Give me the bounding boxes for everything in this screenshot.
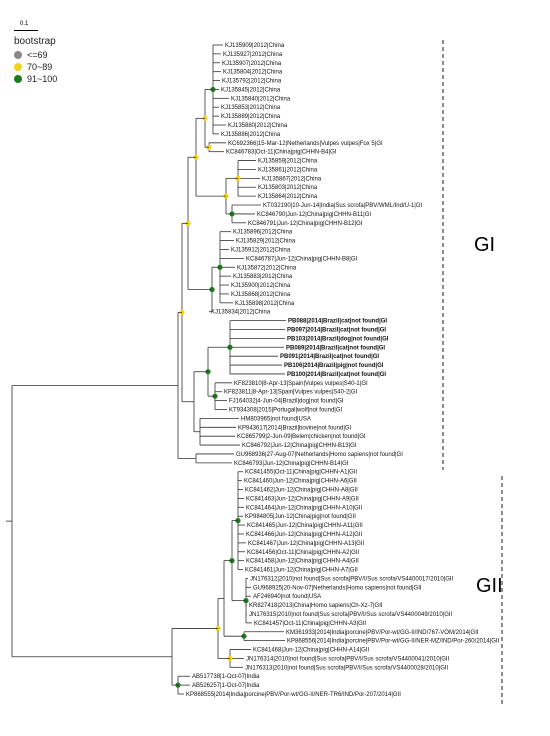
tip-label: KC846793|Jun-12|China|pig|CHHN-B14|GI (234, 461, 349, 467)
tip-label: HM803965|not found|USA (241, 416, 311, 422)
tip-label: KJ135872|2012|China (237, 265, 297, 271)
tip-label: KJ135845|2012|China (221, 87, 281, 93)
tip-label: KC841463|Jun-12|China|pig|CHHN-A9|GII (246, 496, 359, 502)
tip-label: KC841468|Jun-12|China|pig|CHHN-A14|GII (253, 648, 370, 654)
tip-label: KJ135927|2012|China (223, 52, 283, 58)
tip-label: FJ164032|4-Jun-04|Brazil|dog|not found|G… (229, 399, 344, 405)
tip-label: KJ135880|2012|China (228, 123, 288, 129)
tip-label: KJ135867|2012|China (262, 176, 322, 182)
tip-label: PB106|2014|Brazil|pig|not found|GI (284, 363, 384, 369)
legend-item: 91~100 (14, 73, 57, 85)
group-label-gii: GII (476, 575, 503, 597)
tip-label: KJ135889|2012|China (221, 114, 281, 120)
scale-bar (14, 30, 38, 31)
tip-label: KC846787|Jun-12|China|pig|CHHN-B8|GI (246, 256, 358, 262)
tip-label: KF823811|8-Apr-13|Spain|Vulpes vulpes|S4… (224, 390, 358, 396)
tip-label: KC865799|2-Jun-09|Belem|chicken|not foun… (237, 434, 366, 440)
tip-label: PB089|2014|Brazil|cat|not found|GI (286, 345, 385, 351)
tip-label: PB103|2014|Brazil|dog|not found|GI (287, 336, 389, 342)
legend-swatch-high (14, 75, 22, 83)
group-label-gi: GI (474, 234, 496, 256)
scale-bar-label: 0.1 (20, 21, 29, 27)
tip-label: KJ135853|2012|China (221, 105, 281, 111)
tip-label: KJ135912|2012|China (231, 247, 291, 253)
tip-label: KJ135834|2012|China (211, 310, 271, 316)
tip-label: KJ135864|2012|China (258, 194, 318, 200)
tip-label: PB097|2014|Brazil|cat|not found|GI (287, 327, 386, 333)
tip-label: KJ135868|2012|China (231, 292, 291, 298)
tip-label: AB526257|1-Oct-07|India (192, 683, 260, 689)
tip-label: KJ135886|2012|China (221, 132, 281, 138)
tip-label: KJ135859|2012|China (258, 159, 318, 165)
tip-label: KC841465|Jun-12|China|pig|CHHN-A11|GII (247, 523, 363, 529)
tip-label: KJ135898|2012|China (235, 301, 295, 307)
tip-label: KP868555|2014|India|porcine|PBV/Por-wt/G… (186, 692, 401, 698)
tip-label: KJ135792|2012|China (222, 79, 282, 85)
tip-label: GU968925|20-Nov-07|Netherlands|Homo sapi… (253, 585, 422, 591)
tip-label: KR827418|2013|China|Homo sapiens|Ch-Xz-7… (249, 603, 383, 609)
tip-label: KJ135900|2012|China (231, 283, 291, 289)
tip-label: KC846790|Jun-12|China|pig|CHHN-B11|GI (257, 212, 371, 218)
legend-label: <=69 (27, 50, 48, 60)
tip-label: KC841457|Oct-11|China|pig|CHHN-A3|GII (254, 621, 366, 627)
tip-label: KP984805|Jun-12|China|pig|not found|GII (245, 514, 356, 520)
tip-label: KM361933|2014|India|porcine|PBV/Por-wt/G… (286, 630, 479, 636)
legend-item: <=69 (14, 49, 57, 61)
tip-label: KP868556|2014|India|porcine|PBV/Por-wt/G… (287, 639, 500, 645)
tip-label: JN176314|2010|not found|Sus scrofa|PBV/I… (246, 656, 450, 662)
tip-label: PB100|2014|Brazil|cat|not found|GI (287, 372, 386, 378)
tip-label: KC841462|Jun-12|China|pig|CHHN-A8|GII (245, 488, 358, 494)
tip-label: KC846791|Jun-12|China|pig|CHHN-B12|GI (248, 221, 363, 227)
tip-label: KJ135896|2012|China (233, 230, 293, 236)
tip-label: KC841460|Jun-12|China|pig|CHHN-A6|GII (244, 479, 357, 485)
tip-label: KC841467|Jun-12|China|pig|CHHN-A13|GII (248, 541, 365, 547)
tip-label: KJ135861|2012|China (258, 167, 318, 173)
tip-label: KC841461|Jun-12|China|pig|CHHN-A7|GII (245, 568, 358, 574)
tip-label: KT032190|10-Jun-14|India|Sus scrofa|PBV/… (263, 203, 423, 209)
tip-label: KC841458|Jun-12|China|pig|CHHN-A4|GII (246, 559, 359, 565)
tip-label: KC841466|Jun-12|China|pig|CHHN-A12|GII (246, 532, 363, 538)
tip-label: KC841455|Oct-11|China|pig|CHHN-A1|GII (245, 470, 357, 476)
tip-label: KJ135840|2012|China (231, 96, 291, 102)
tip-label: KJ135804|2012|China (223, 70, 283, 76)
legend-title: bootstrap (14, 36, 56, 47)
tip-label: KJ135909|2012|China (225, 43, 285, 49)
legend-swatch-mid (14, 63, 22, 71)
tip-label: AF246940|not found|USA (253, 594, 321, 600)
tip-label: KC692366|15-Mar-12|Netherlands|Vulpes vu… (228, 141, 383, 147)
tip-label: PB091|2014|Brazil|cat|not found|GI (280, 354, 379, 360)
tip-label: KT934308|2015|Portugal|wolf|not found|GI (229, 408, 343, 414)
tip-label: KP843617|2014|Brazil|bovine|not found|GI (238, 425, 352, 431)
legend-label: 91~100 (27, 74, 58, 84)
tip-label: KJ135883|2012|China (233, 274, 293, 280)
tip-label: KC846783|Oct-11|China|pig|CHHN-B4|GI (226, 150, 337, 156)
tip-label: GU968936|27-Aug-07|Netherlands|Homo sapi… (236, 452, 403, 458)
legend-label: 70~89 (27, 62, 53, 72)
tip-label: KF823810|8-Apr-13|Spain|Vulpes vulpes|S4… (234, 381, 368, 387)
tip-label: JN176313|2010|not found|Sus scrofa|PBV/I… (245, 665, 449, 671)
tip-label: JN176312|2010|not found|Sus scrofa|PBV/I… (250, 576, 454, 582)
tip-label: KJ135829|2012|China (236, 239, 296, 245)
tip-label: KC841456|Oct-11|China|pig|CHHN-A2|GII (247, 550, 359, 556)
tip-label: KJ135907|2012|China (222, 61, 282, 67)
tip-label: KC846792|Jun-12|China|pig|CHHN-B13|GI (242, 443, 357, 449)
legend-item: 70~89 (14, 61, 57, 73)
tip-label: PB088|2014|Brazil|cat|not found|GI (288, 319, 387, 325)
tip-label: AB517738|1-Oct-07|India (192, 674, 260, 680)
bootstrap-legend: bootstrap <=69 70~89 91~100 (14, 36, 57, 85)
legend-swatch-low (14, 51, 22, 59)
tip-label: JN176315|2010|not found|Sus scrofa|PBV/I… (249, 612, 453, 618)
tip-label: KC841464|Jun-12|China|pig|CHHN-A10|GII (246, 505, 363, 511)
tip-label: KJ135803|2012|China (258, 185, 318, 191)
